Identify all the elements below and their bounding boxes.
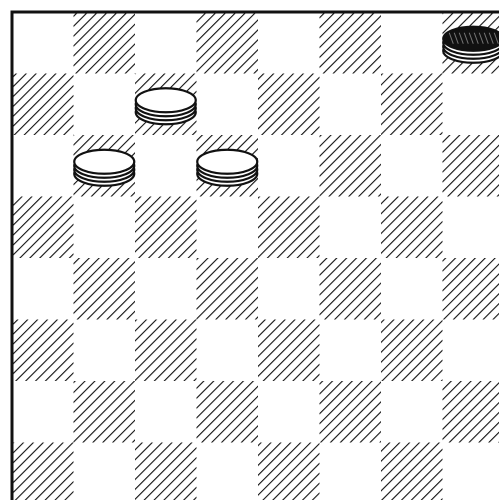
light-square[interactable] (74, 74, 136, 136)
light-square[interactable] (12, 258, 74, 320)
dark-square[interactable] (74, 12, 136, 74)
dark-square[interactable] (135, 320, 197, 382)
light-square[interactable] (443, 197, 499, 259)
light-square[interactable] (12, 12, 74, 74)
board-squares (12, 12, 499, 500)
light-square[interactable] (258, 12, 320, 74)
dark-square[interactable] (443, 381, 499, 443)
light-square[interactable] (443, 320, 499, 382)
light-square[interactable] (320, 74, 382, 136)
dark-square[interactable] (197, 381, 259, 443)
light-square[interactable] (135, 381, 197, 443)
dark-square[interactable] (12, 74, 74, 136)
checker-top (74, 150, 134, 174)
checker-top (197, 150, 257, 174)
dark-square[interactable] (197, 258, 259, 320)
dark-square[interactable] (381, 197, 443, 259)
light-square[interactable] (381, 381, 443, 443)
dark-square[interactable] (12, 443, 74, 500)
light-square[interactable] (320, 197, 382, 259)
light-square[interactable] (197, 197, 259, 259)
dark-square[interactable] (258, 74, 320, 136)
light-square[interactable] (74, 443, 136, 500)
dark-square[interactable] (258, 197, 320, 259)
light-square[interactable] (381, 258, 443, 320)
dark-square[interactable] (381, 443, 443, 500)
dark-square[interactable] (320, 381, 382, 443)
light-square[interactable] (197, 443, 259, 500)
light-square[interactable] (258, 258, 320, 320)
dark-square[interactable] (443, 135, 499, 197)
dark-square[interactable] (320, 135, 382, 197)
dark-square[interactable] (12, 320, 74, 382)
light-square[interactable] (320, 443, 382, 500)
dark-square[interactable] (74, 258, 136, 320)
light-square[interactable] (12, 135, 74, 197)
light-square[interactable] (135, 12, 197, 74)
dark-square[interactable] (197, 12, 259, 74)
light-square[interactable] (381, 135, 443, 197)
dark-square[interactable] (320, 258, 382, 320)
checker-top (136, 88, 196, 112)
light-square[interactable] (258, 381, 320, 443)
light-square[interactable] (135, 258, 197, 320)
dark-square[interactable] (381, 74, 443, 136)
light-square[interactable] (381, 12, 443, 74)
dark-square[interactable] (258, 320, 320, 382)
dark-square[interactable] (443, 258, 499, 320)
white-checker-piece[interactable] (197, 150, 257, 186)
dark-square[interactable] (12, 197, 74, 259)
white-checker-piece[interactable] (136, 88, 196, 124)
black-checker-piece[interactable] (443, 27, 499, 63)
light-square[interactable] (74, 320, 136, 382)
dark-square[interactable] (74, 381, 136, 443)
light-square[interactable] (197, 74, 259, 136)
dark-square[interactable] (381, 320, 443, 382)
light-square[interactable] (74, 197, 136, 259)
light-square[interactable] (320, 320, 382, 382)
dark-square[interactable] (320, 12, 382, 74)
light-square[interactable] (443, 443, 499, 500)
light-square[interactable] (135, 135, 197, 197)
dark-square[interactable] (135, 443, 197, 500)
light-square[interactable] (258, 135, 320, 197)
light-square[interactable] (197, 320, 259, 382)
light-square[interactable] (12, 381, 74, 443)
dark-square[interactable] (258, 443, 320, 500)
light-square[interactable] (443, 74, 499, 136)
white-checker-piece[interactable] (74, 150, 134, 186)
dark-square[interactable] (135, 197, 197, 259)
